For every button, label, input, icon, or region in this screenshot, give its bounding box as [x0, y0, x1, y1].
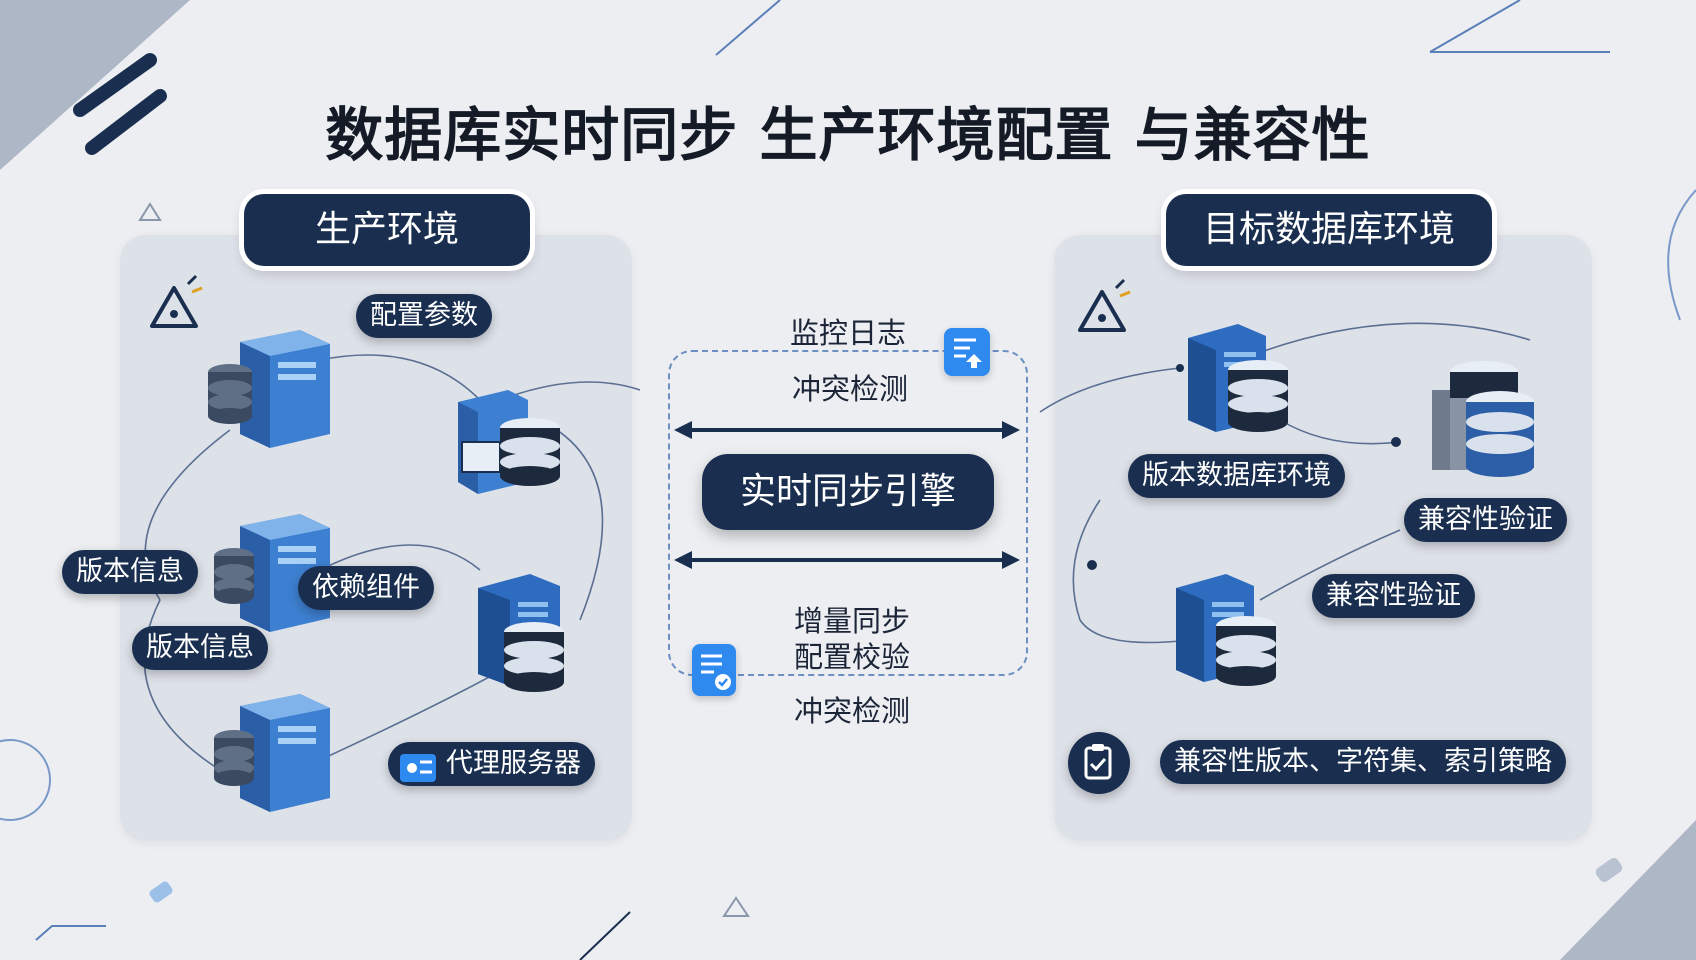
version-db-env-label: 版本数据库环境 [1128, 454, 1345, 498]
document-upload-icon [944, 328, 990, 376]
warning-bell-icon [150, 274, 203, 328]
server-icon [208, 330, 330, 448]
page-title: 数据库实时同步 生产环境配置 与兼容性 [325, 101, 1371, 169]
sync-zone [668, 350, 1028, 676]
warning-bell-icon [1078, 278, 1131, 332]
database-icon [1432, 361, 1534, 477]
compat-strategy-label: 兼容性版本、字符集、索引策略 [1160, 740, 1566, 784]
version-info-label: 版本信息 [132, 626, 268, 670]
conflict-detect-label: 冲突检测 [792, 372, 909, 406]
proxy-icon [400, 754, 436, 782]
version-info-label: 版本信息 [62, 550, 198, 594]
conflict-detect-label: 冲突检测 [794, 694, 911, 728]
config-params-label: 配置参数 [356, 294, 492, 338]
target-db-header: 目标数据库环境 [1166, 194, 1492, 266]
proxy-server-label: 代理服务器 [388, 742, 595, 786]
double-arrow-icon [674, 551, 1020, 569]
database-icon [478, 574, 564, 692]
production-header: 生产环境 [244, 194, 530, 266]
compat-verify-label: 兼容性验证 [1404, 498, 1567, 542]
server-icon [214, 694, 330, 812]
config-verify-label: 配置校验 [794, 640, 911, 674]
dependency-label: 依赖组件 [298, 566, 434, 610]
sync-engine-button[interactable]: 实时同步引擎 [702, 454, 994, 530]
clipboard-check-icon [1068, 732, 1130, 794]
monitor-log-label: 监控日志 [790, 316, 907, 350]
incremental-sync-label: 增量同步 [794, 604, 911, 638]
double-arrow-icon [674, 421, 1020, 439]
compat-verify-label: 兼容性验证 [1312, 574, 1475, 618]
database-icon [458, 390, 560, 494]
document-check-icon [692, 644, 736, 696]
database-icon [1188, 324, 1288, 432]
database-icon [1176, 574, 1276, 686]
